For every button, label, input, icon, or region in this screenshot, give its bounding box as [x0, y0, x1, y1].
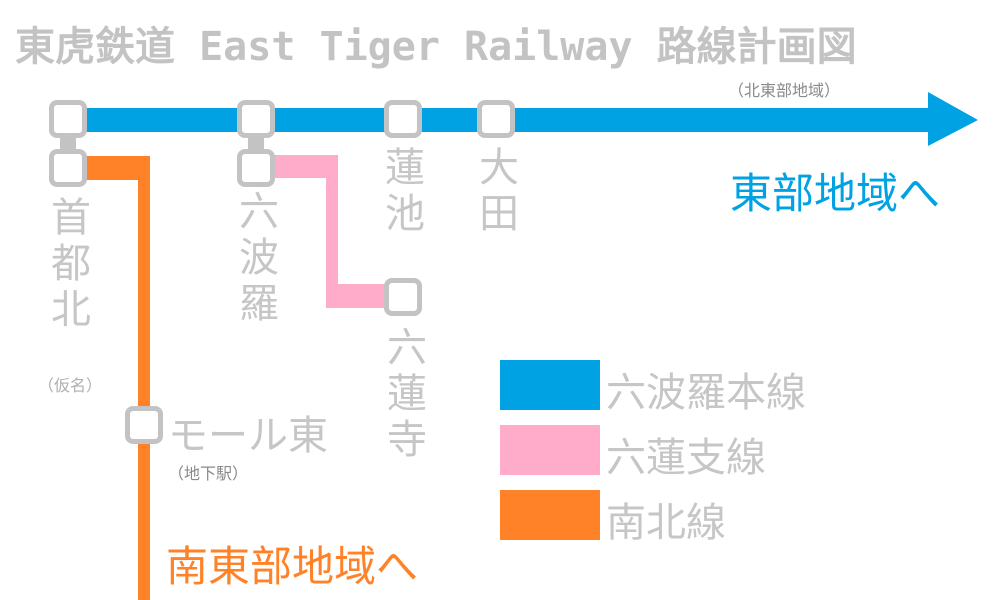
- station-marker-mall-higashi: [125, 406, 163, 444]
- station-label-hasuike: 蓮池: [378, 146, 424, 238]
- station-marker-rokurenji: [384, 278, 422, 316]
- station-label-mall-higashi: モール東: [168, 413, 328, 459]
- legend-label-rokuhara: 六波羅本線: [606, 370, 806, 416]
- station-note-shutokita: （仮名）: [38, 376, 103, 395]
- station-marker-shutokita-namboku: [49, 149, 87, 187]
- station-label-rokurenji: 六蓮寺: [380, 326, 426, 464]
- destination-southeast: 南東部地域へ: [166, 542, 419, 591]
- station-label-rokuhara: 六波羅: [232, 190, 278, 328]
- station-label-shutokita: 首都北: [44, 196, 90, 334]
- station-marker-ota: [477, 100, 515, 138]
- legend-swatch-namboku: [500, 490, 600, 540]
- station-marker-rokuhara-main: [237, 100, 275, 138]
- station-note-mall-higashi: （地下駅）: [168, 464, 249, 483]
- legend-swatch-rokuhara: [500, 360, 600, 410]
- rokuren-branch-line: [258, 155, 392, 308]
- station-marker-rokuhara-branch: [237, 149, 275, 187]
- map-title: 東虎鉄道 East Tiger Railway 路線計画図: [15, 24, 857, 70]
- station-label-ota: 大田: [472, 146, 518, 238]
- namboku-line: [70, 156, 150, 600]
- legend-swatch-rokuren: [500, 425, 600, 475]
- station-marker-shutokita-main: [49, 100, 87, 138]
- destination-east: 東部地域へ: [730, 169, 941, 218]
- legend-label-rokuren: 六蓮支線: [606, 435, 766, 481]
- map-subtitle: （北東部地域）: [728, 81, 841, 100]
- legend-label-namboku: 南北線: [606, 500, 726, 546]
- station-marker-hasuike: [384, 100, 422, 138]
- rokuhara-main-line: [70, 92, 978, 146]
